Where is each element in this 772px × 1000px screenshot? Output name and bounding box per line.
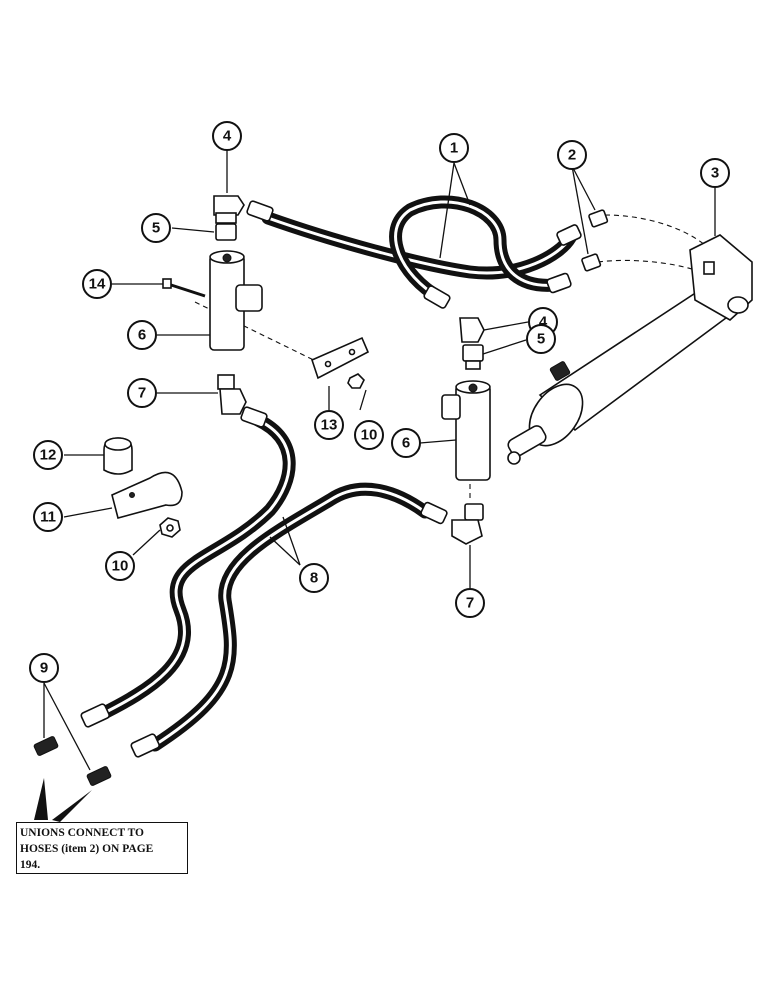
union-item-9 <box>33 736 112 786</box>
block-item-6-right <box>441 380 491 481</box>
svg-text:6: 6 <box>138 327 146 344</box>
hydraulic-cylinder <box>507 234 753 465</box>
union-note: UNIONS CONNECT TO HOSES (item 2) ON PAGE… <box>16 822 188 874</box>
dashed-link <box>604 214 706 246</box>
callout-3: 3 <box>700 158 730 188</box>
dashed-link <box>194 301 331 369</box>
block-item-6-left <box>209 250 263 351</box>
elbow-fitting-item-4-left <box>213 195 245 224</box>
svg-text:9: 9 <box>40 660 48 677</box>
callout-13: 13 <box>314 410 344 440</box>
union-fitting-item-2 <box>581 209 609 272</box>
callout-6-right: 6 <box>391 428 421 458</box>
svg-text:10: 10 <box>361 427 378 444</box>
svg-text:13: 13 <box>321 417 338 434</box>
callout-7-left: 7 <box>127 378 157 408</box>
svg-text:2: 2 <box>568 147 576 164</box>
svg-text:3: 3 <box>711 165 719 182</box>
callout-10-upper: 10 <box>354 420 384 450</box>
adapter-item-5-right <box>462 344 484 370</box>
svg-text:5: 5 <box>537 331 545 348</box>
svg-text:4: 4 <box>223 128 232 145</box>
svg-text:14: 14 <box>89 276 106 293</box>
plate-item-13 <box>311 336 370 380</box>
adapter-item-5-left <box>215 223 237 241</box>
callout-9: 9 <box>29 653 59 683</box>
svg-text:1: 1 <box>450 140 458 157</box>
callout-5-right: 5 <box>526 324 556 354</box>
svg-text:11: 11 <box>40 509 56 526</box>
hose-item-1-loop <box>389 195 562 305</box>
callout-7-right: 7 <box>455 588 485 618</box>
svg-text:12: 12 <box>40 447 57 464</box>
elbow-fitting-item-7-left <box>217 374 247 415</box>
callout-2: 2 <box>557 140 587 170</box>
nut-item-10-upper <box>347 373 365 389</box>
callout-6-left: 6 <box>127 320 157 350</box>
svg-text:5: 5 <box>152 220 160 237</box>
callout-1: 1 <box>439 133 469 163</box>
hose-fitting <box>80 200 582 758</box>
bolt-item-14 <box>162 278 206 298</box>
callout-4-left: 4 <box>212 121 242 151</box>
hose-item-8-left <box>93 413 296 722</box>
callout-11: 11 <box>33 502 63 532</box>
callout-5-left: 5 <box>141 213 171 243</box>
callout-14: 14 <box>82 269 112 299</box>
dashed-link <box>597 259 696 271</box>
callout-12: 12 <box>33 440 63 470</box>
svg-text:10: 10 <box>112 558 129 575</box>
elbow-fitting-item-4-right <box>459 317 485 343</box>
svg-text:6: 6 <box>402 435 410 452</box>
svg-text:8: 8 <box>310 570 318 587</box>
hose-item-1-upper <box>261 211 577 280</box>
leader-lines <box>34 150 716 822</box>
clamp-bracket-item-11 <box>111 471 183 519</box>
hose-item-8-right <box>148 482 432 752</box>
elbow-fitting-item-7-right <box>451 503 484 545</box>
clamp-sleeve-item-12 <box>103 437 133 475</box>
svg-text:4: 4 <box>539 314 548 331</box>
svg-text:7: 7 <box>138 385 146 402</box>
callout-10-lower: 10 <box>105 551 135 581</box>
nut-item-10-lower <box>159 517 181 538</box>
callout-8: 8 <box>299 563 329 593</box>
svg-text:7: 7 <box>466 595 474 612</box>
